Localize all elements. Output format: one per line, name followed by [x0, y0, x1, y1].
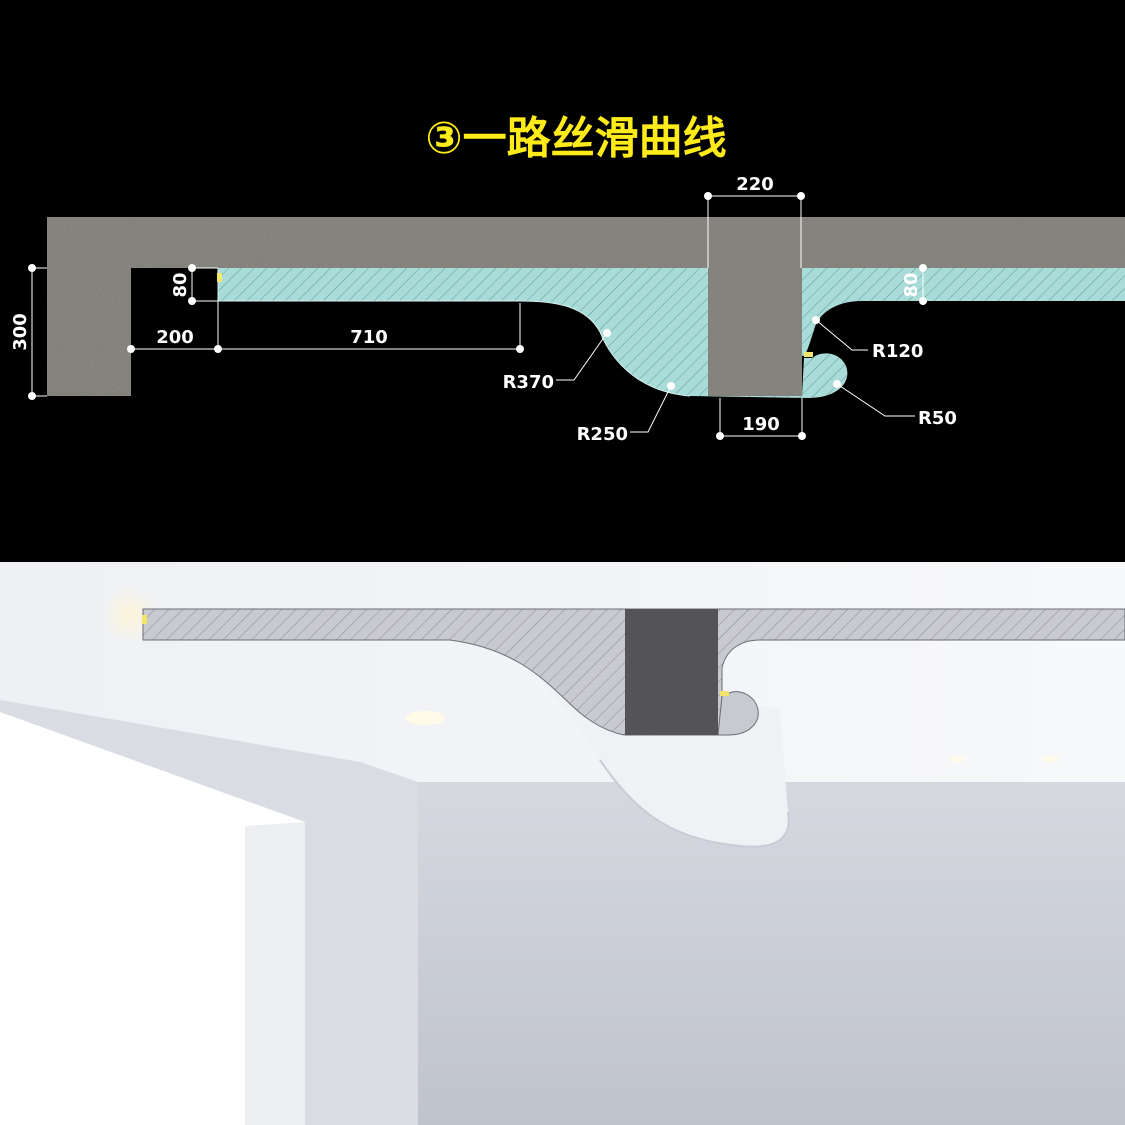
dimension-label-flat-length: 710 — [350, 327, 388, 348]
led-strip-left — [217, 273, 222, 282]
page-title: ③一路丝滑曲线 — [425, 113, 726, 164]
dimension-dot — [188, 264, 196, 272]
bulkhead-edge — [599, 759, 790, 848]
board-profile-left — [217, 268, 708, 397]
overlay-led-hook — [720, 691, 729, 696]
dimension-label-height-left: 300 — [10, 313, 31, 351]
radius-label-r370: R370 — [503, 372, 554, 393]
dimension-thickness-left — [191, 267, 218, 302]
dimension-label-thickness-right: 80 — [901, 272, 922, 297]
board-profile-right — [802, 268, 1125, 356]
dimension-label-offset-left: 200 — [156, 327, 194, 348]
radius-label-r50: R50 — [918, 408, 957, 429]
concrete-slab — [47, 217, 1125, 396]
dimension-dot — [716, 432, 724, 440]
overlay-led-left — [142, 615, 147, 624]
dimension-label-top-width: 220 — [736, 174, 774, 195]
dimension-label-thickness-left: 80 — [170, 272, 191, 297]
window-reveal — [245, 822, 305, 1125]
dimension-dot — [516, 345, 524, 353]
section-overlay-hook — [717, 691, 759, 736]
dimension-label-bottom-width: 190 — [742, 414, 780, 435]
board-profile-hook — [690, 353, 848, 398]
dimension-dot — [704, 192, 712, 200]
dimension-top-width — [707, 195, 802, 268]
dimension-dot — [798, 432, 806, 440]
radius-dot — [667, 382, 675, 390]
window-opening — [0, 712, 305, 1125]
dimension-dot — [188, 297, 196, 305]
radius-dot — [603, 329, 611, 337]
radius-label-r250: R250 — [577, 424, 628, 445]
dimension-dot — [28, 392, 36, 400]
section-overlay-beam — [625, 609, 718, 735]
radius-label-r120: R120 — [872, 341, 923, 362]
downlight — [405, 711, 445, 725]
radius-dot — [812, 316, 820, 324]
led-strip-hook — [804, 352, 813, 357]
dimension-dot — [127, 345, 135, 353]
dimension-dot — [28, 264, 36, 272]
downlight — [949, 756, 965, 762]
radius-dot — [833, 380, 841, 388]
dimension-dot — [797, 192, 805, 200]
radius-leaders — [556, 319, 915, 433]
room-render — [0, 562, 1125, 1125]
concrete-beam — [708, 268, 802, 396]
dimension-dot — [919, 297, 927, 305]
downlight — [1042, 756, 1058, 762]
dimension-dot — [214, 345, 222, 353]
dimension-dot — [919, 264, 927, 272]
dimension-bottom-width — [719, 398, 803, 437]
dimension-horizontal-run — [131, 301, 521, 350]
